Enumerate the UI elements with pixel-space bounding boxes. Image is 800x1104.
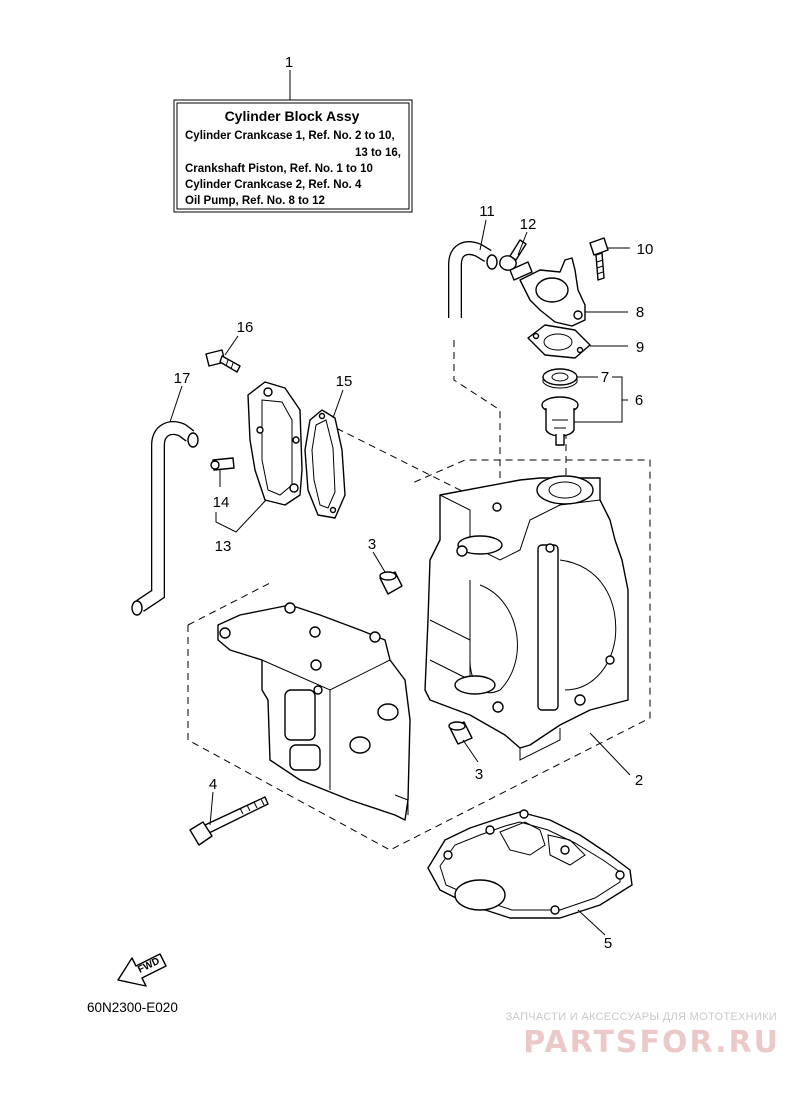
callout-number: 3 xyxy=(368,536,376,553)
cover-bolt-small xyxy=(205,349,241,373)
group-outline xyxy=(187,582,271,626)
callout-number: 11 xyxy=(479,203,495,220)
callout-number: 12 xyxy=(520,216,537,233)
drawing-code: 60N2300-E020 xyxy=(87,1000,178,1015)
water-hose xyxy=(448,241,498,318)
legend-line: Cylinder Crankcase 1, Ref. No. 2 to 10, xyxy=(185,130,395,142)
legend-title: Cylinder Block Assy xyxy=(225,108,360,124)
leader-lines xyxy=(169,219,631,936)
legend-line: Crankshaft Piston, Ref. No. 1 to 10 xyxy=(185,163,373,175)
callout-numbers: 1 2 3 3 4 5 6 7 8 9 10 11 12 13 14 15 16… xyxy=(174,54,654,952)
dowel-pin xyxy=(448,721,473,745)
callout-number: 1 xyxy=(285,54,293,71)
dowel-pin xyxy=(379,571,403,595)
legend-line: Cylinder Crankcase 2, Ref. No. 4 xyxy=(185,179,362,191)
watermark-tagline: ЗАПЧАСТИ И АКСЕССУАРЫ ДЛЯ МОТОТЕХНИКИ xyxy=(506,1011,777,1023)
legend-line: Oil Pump, Ref. No. 8 to 12 xyxy=(185,195,325,207)
legend-box: Cylinder Block Assy Cylinder Crankcase 1… xyxy=(173,99,413,213)
callout-number: 5 xyxy=(604,935,612,952)
drain-hose xyxy=(131,421,199,616)
callout-number: 2 xyxy=(635,772,643,789)
callout-number: 14 xyxy=(213,494,230,511)
thermostat-cover xyxy=(509,257,586,327)
callout-number: 10 xyxy=(637,241,654,258)
side-cover-gasket xyxy=(304,409,346,519)
fwd-arrow-icon: FWD xyxy=(117,953,167,987)
watermark-logo: ЗАПЧАСТИ И АКСЕССУАРЫ ДЛЯ МОТОТЕХНИКИ PA… xyxy=(506,1011,780,1060)
callout-number: 8 xyxy=(636,304,644,321)
callout-number: 16 xyxy=(237,319,254,336)
legend-line: 13 to 16, xyxy=(355,147,401,159)
callout-number: 13 xyxy=(215,538,232,555)
callout-number: 17 xyxy=(174,370,191,387)
crankcase-2 xyxy=(217,602,411,821)
callout-number: 3 xyxy=(475,766,483,783)
watermark-brand: PARTSFOR.RU xyxy=(523,1025,780,1060)
base-gasket xyxy=(427,809,633,919)
callout-number: 7 xyxy=(601,369,609,386)
callout-number: 6 xyxy=(635,392,643,409)
cover-bolt xyxy=(589,237,609,281)
callout-number: 4 xyxy=(209,776,217,793)
group-outline xyxy=(187,459,651,851)
thermostat-ring xyxy=(542,368,578,389)
callout-number: 9 xyxy=(636,339,644,356)
cover-pin xyxy=(210,457,235,471)
group-outline xyxy=(453,340,501,520)
thermostat-cover-gasket xyxy=(527,324,591,359)
cylinder-block xyxy=(424,475,629,761)
thermostat xyxy=(541,396,579,446)
side-cover xyxy=(247,381,303,506)
callout-number: 15 xyxy=(336,373,353,390)
crankcase-bolt xyxy=(189,796,269,846)
